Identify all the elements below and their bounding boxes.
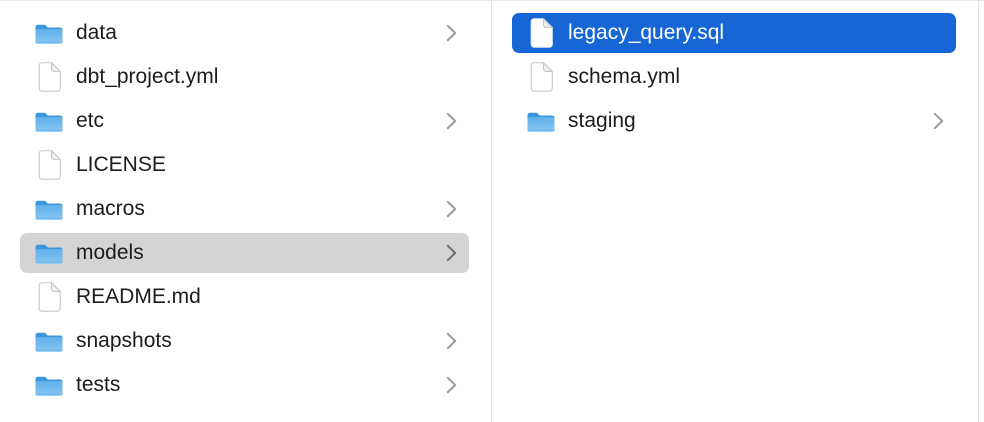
chevron-right-icon [446,376,457,394]
folder-row-staging[interactable]: staging [512,101,956,141]
chevron-right-icon [446,24,457,42]
folder-icon [35,244,63,264]
chevron-right-icon [446,200,457,218]
file-type-icon-box [34,373,64,398]
file-row-README.md[interactable]: README.md [20,277,469,317]
folder-icon [527,112,555,132]
folder-row-tests[interactable]: tests [20,365,469,405]
file-name-label: schema.yml [568,65,681,88]
folder-row-macros[interactable]: macros [20,189,469,229]
file-row-LICENSE[interactable]: LICENSE [20,145,469,185]
folder-row-snapshots[interactable]: snapshots [20,321,469,361]
file-name-label: tests [76,373,121,396]
chevron-right-icon [446,244,457,262]
chevron-right-icon [446,332,457,350]
chevron-right-icon [933,112,944,130]
folder-row-models[interactable]: models [20,233,469,273]
file-icon [38,150,61,180]
folder-icon [35,24,63,44]
file-row-dbt_project.yml[interactable]: dbt_project.yml [20,57,469,97]
file-type-icon-box [34,21,64,46]
file-name-label: data [76,21,117,44]
file-icon [38,62,61,92]
column-models-contents: legacy_query.sql schema.yml [492,1,979,422]
file-type-icon-box [526,109,556,134]
file-name-label: macros [76,197,145,220]
chevron-right-icon [446,112,457,130]
file-icon [38,282,61,312]
folder-row-etc[interactable]: etc [20,101,469,141]
file-name-label: staging [568,109,636,132]
file-row-schema.yml[interactable]: schema.yml [512,57,956,97]
folder-icon [35,200,63,220]
folder-icon [35,332,63,352]
file-type-icon-box [34,62,64,92]
file-icon [530,18,553,48]
file-row-legacy_query.sql[interactable]: legacy_query.sql [512,13,956,53]
folder-icon [35,112,63,132]
file-type-icon-box [34,329,64,354]
file-type-icon-box [34,150,64,180]
file-type-icon-box [34,109,64,134]
file-name-label: snapshots [76,329,172,352]
column-project-root: data dbt_project.yml [0,1,492,422]
file-name-label: README.md [76,285,201,308]
column-stub [979,1,984,422]
file-type-icon-box [34,241,64,266]
file-name-label: etc [76,109,105,132]
file-name-label: dbt_project.yml [76,65,219,88]
file-type-icon-box [526,18,556,48]
file-icon [530,62,553,92]
file-type-icon-box [34,282,64,312]
folder-row-data[interactable]: data [20,13,469,53]
file-name-label: LICENSE [76,153,166,176]
file-type-icon-box [34,197,64,222]
file-name-label: legacy_query.sql [568,21,725,44]
file-type-icon-box [526,62,556,92]
folder-icon [35,376,63,396]
file-name-label: models [76,241,144,264]
